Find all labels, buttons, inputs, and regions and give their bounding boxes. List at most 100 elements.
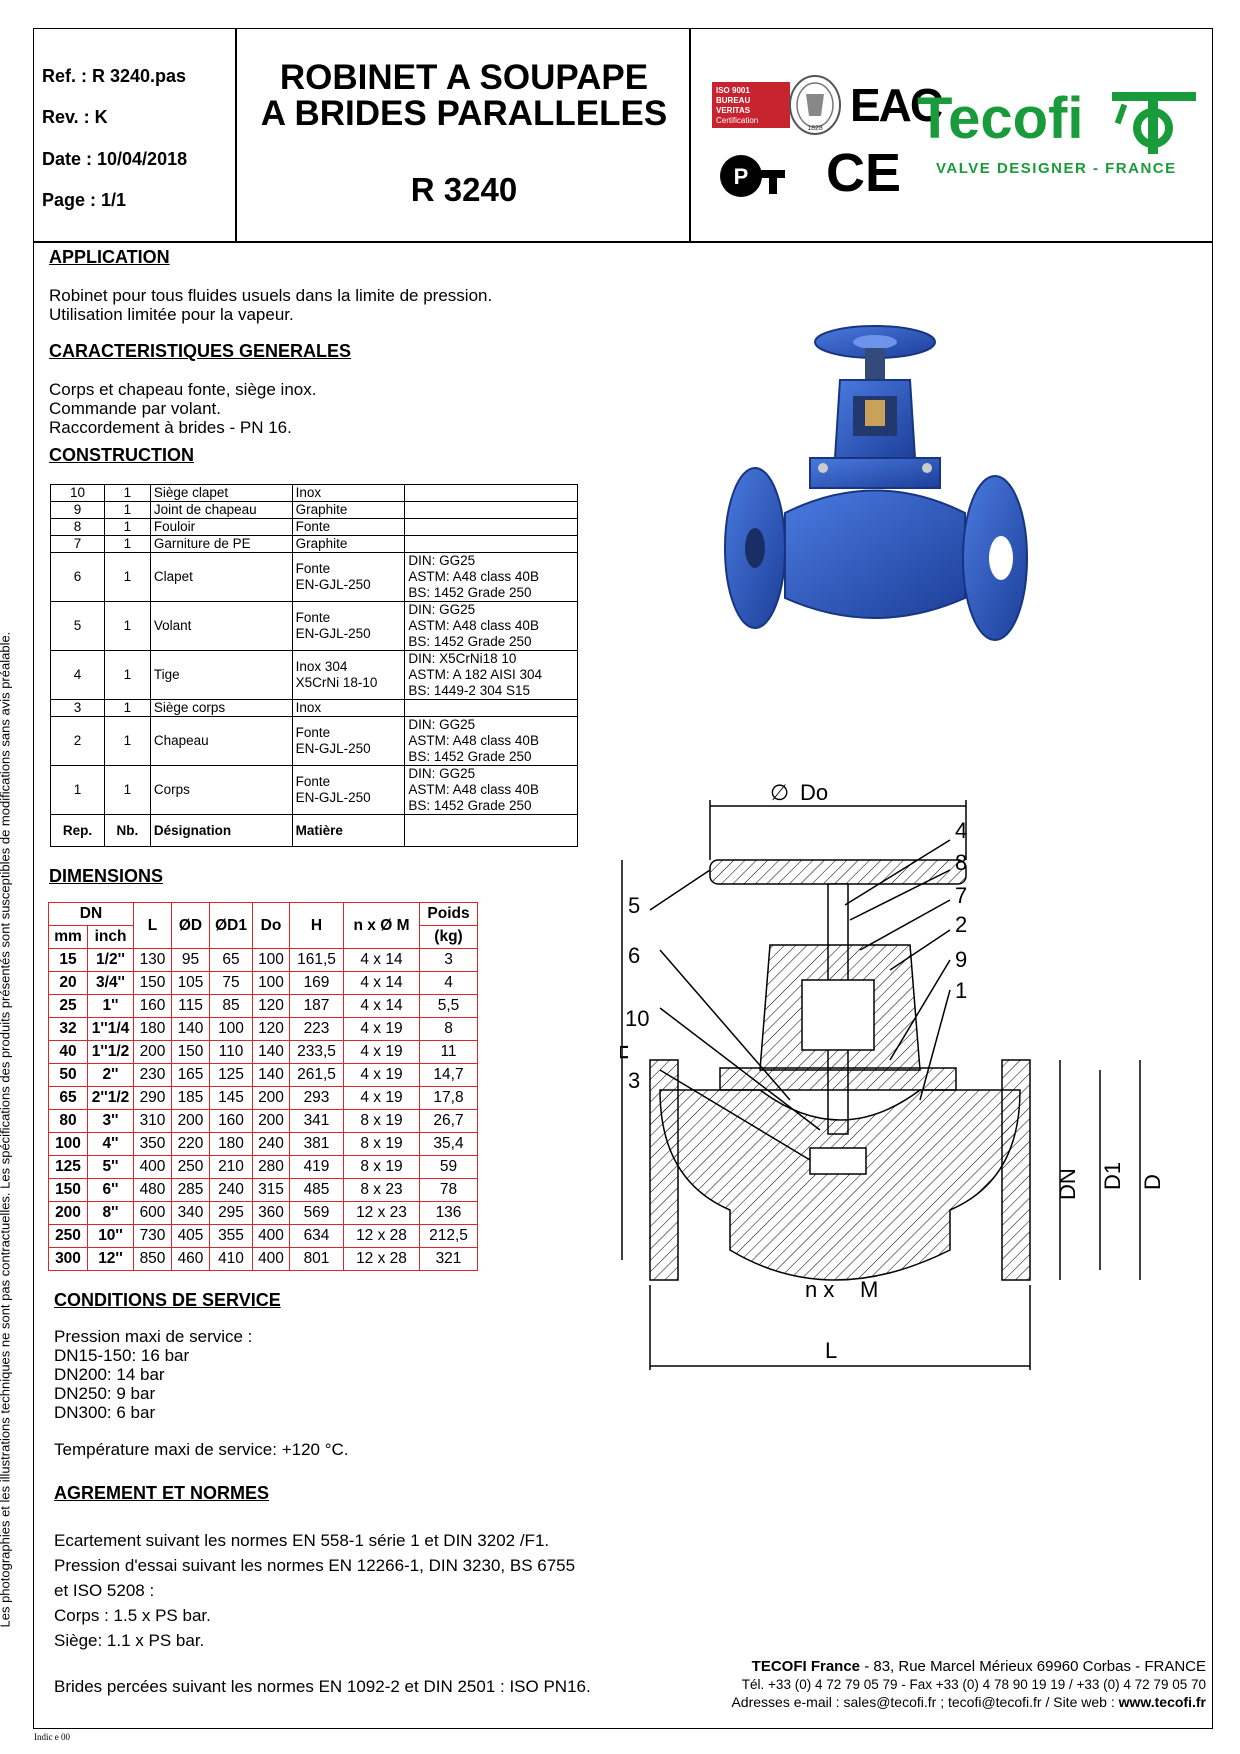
construction-cell-des: Joint de chapeau — [149, 501, 293, 519]
email-link[interactable]: sales@tecofi.fr ; tecofi@tecofi.fr — [843, 1694, 1042, 1710]
dimensions-cell: 220 — [171, 1132, 210, 1156]
construction-cell-norm — [404, 518, 578, 536]
dimensions-cell: 59 — [419, 1155, 478, 1179]
section-construction: CONSTRUCTION — [49, 445, 194, 465]
dimensions-cell: 150 — [48, 1178, 88, 1202]
dims-header-h: H — [289, 902, 344, 949]
dimensions-cell: 200 — [171, 1109, 210, 1133]
ref-label: Ref. : R 3240.pas — [42, 66, 187, 86]
dimensions-cell: 187 — [289, 994, 344, 1018]
dimensions-cell: 14,7 — [419, 1063, 478, 1087]
dimensions-cell: 75 — [209, 971, 253, 995]
dimensions-cell: 212,5 — [419, 1224, 478, 1248]
title-line-1: ROBINET A SOUPAPE — [279, 58, 649, 97]
construction-cell-mat: Fonte EN-GJL-250 — [291, 716, 406, 766]
eac-mark: EAC — [850, 79, 943, 131]
dimensions-cell: 10'' — [87, 1224, 134, 1248]
dimensions-cell: 80 — [48, 1109, 88, 1133]
dimensions-cell: 350 — [133, 1132, 172, 1156]
conditions-text: Pression maxi de service : DN15-150: 16 … — [54, 1327, 253, 1422]
application-text: Robinet pour tous fluides usuels dans la… — [49, 286, 493, 324]
dimensions-cell: 290 — [133, 1086, 172, 1110]
construction-cell-mat: Fonte EN-GJL-250 — [291, 765, 406, 815]
dims-header-od1: ØD1 — [209, 902, 253, 949]
dimensions-cell: 8 — [419, 1017, 478, 1041]
construction-cell-des: Tige — [149, 650, 293, 700]
construction-cell-mat: Inox — [291, 484, 406, 502]
construction-cell-rep: 4 — [50, 650, 105, 700]
dimensions-cell: 169 — [289, 971, 344, 995]
construction-cell-nb: 1 — [103, 650, 151, 700]
construction-cell-mat: Graphite — [291, 535, 406, 553]
dimensions-cell: 801 — [289, 1247, 344, 1271]
website-link[interactable]: www.tecofi.fr — [1118, 1694, 1206, 1710]
dimensions-cell: 185 — [171, 1086, 210, 1110]
callout-10: 10 — [625, 1006, 649, 1031]
dimensions-cell: 400 — [252, 1224, 290, 1248]
dimensions-cell: 400 — [133, 1155, 172, 1179]
dimensions-cell: 8 x 19 — [343, 1109, 420, 1133]
footer-address: TECOFI France - 83, Rue Marcel Mérieux 6… — [751, 1658, 1206, 1675]
drawing-label-dn: DN — [1055, 1168, 1080, 1200]
drawing-label-do: Do — [800, 780, 828, 805]
dimensions-cell: 85 — [209, 994, 253, 1018]
dimensions-cell: 569 — [289, 1201, 344, 1225]
dimensions-cell: 50 — [48, 1063, 88, 1087]
section-dimensions: DIMENSIONS — [49, 866, 164, 886]
dimensions-cell: 145 — [209, 1086, 253, 1110]
dimensions-cell: 125 — [209, 1063, 253, 1087]
dimensions-cell: 485 — [289, 1178, 344, 1202]
valve-photo — [715, 318, 1035, 713]
construction-cell-norm: DIN: GG25 ASTM: A48 class 40B BS: 1452 G… — [404, 552, 578, 602]
construction-header-cell: Matière — [291, 814, 406, 847]
dimensions-cell: 295 — [209, 1201, 253, 1225]
dimensions-cell: 12'' — [87, 1247, 134, 1271]
callout-9: 9 — [955, 947, 967, 972]
dimensions-cell: 419 — [289, 1155, 344, 1179]
caracteristiques-text: Corps et chapeau fonte, siège inox. Comm… — [49, 380, 317, 437]
footer-contact: Adresses e-mail : sales@tecofi.fr ; teco… — [731, 1694, 1206, 1710]
header-divider — [33, 241, 1213, 243]
dimensions-cell: 240 — [209, 1178, 253, 1202]
construction-cell-rep: 6 — [50, 552, 105, 602]
dims-header-od: ØD — [171, 902, 210, 949]
dims-header-dn: DN — [48, 902, 134, 926]
dimensions-cell: 4 x 19 — [343, 1017, 420, 1041]
construction-cell-rep: 3 — [50, 699, 105, 717]
construction-cell-mat: Fonte EN-GJL-250 — [291, 601, 406, 651]
dimensions-cell: 360 — [252, 1201, 290, 1225]
drawing-label-d: D — [1140, 1174, 1165, 1190]
dimensions-cell: 32 — [48, 1017, 88, 1041]
brand-tagline: VALVE DESIGNER - FRANCE — [936, 160, 1177, 177]
callout-7: 7 — [955, 883, 967, 908]
dimensions-cell: 105 — [171, 971, 210, 995]
dimensions-cell: 12 x 23 — [343, 1201, 420, 1225]
construction-cell-norm: DIN: X5CrNi18 10 ASTM: A 182 AISI 304 BS… — [404, 650, 578, 700]
section-conditions: CONDITIONS DE SERVICE — [54, 1290, 281, 1310]
construction-header-cell: Nb. — [103, 814, 151, 847]
dimensions-cell: 8'' — [87, 1201, 134, 1225]
tecofi-symbol-icon — [1108, 84, 1200, 161]
dimensions-cell: 100 — [209, 1017, 253, 1041]
dimensions-cell: 165 — [171, 1063, 210, 1087]
disclaimer-sidebar: Les photographies et les illustrations t… — [0, 631, 13, 1628]
dimensions-cell: 300 — [48, 1247, 88, 1271]
construction-cell-des: Fouloir — [149, 518, 293, 536]
dimensions-cell: 850 — [133, 1247, 172, 1271]
construction-cell-norm: DIN: GG25 ASTM: A48 class 40B BS: 1452 G… — [404, 716, 578, 766]
pct-icon: P — [717, 152, 787, 205]
dimensions-cell: 1'' — [87, 994, 134, 1018]
construction-cell-nb: 1 — [103, 699, 151, 717]
construction-cell-rep: 1 — [50, 765, 105, 815]
